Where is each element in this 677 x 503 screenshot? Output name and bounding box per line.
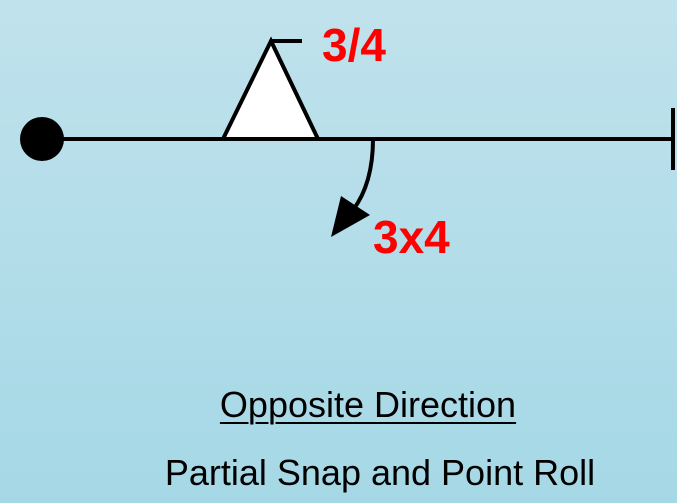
curved-arrow-icon [331, 138, 375, 237]
caption-subtitle: Partial Snap and Point Roll [164, 452, 596, 493]
triangle-icon [219, 36, 322, 141]
caption-title: Opposite Direction [219, 384, 517, 425]
weld-size-label: 3/4 [322, 19, 386, 71]
start-dot-icon [20, 117, 64, 161]
roll-label: 3x4 [373, 211, 450, 263]
